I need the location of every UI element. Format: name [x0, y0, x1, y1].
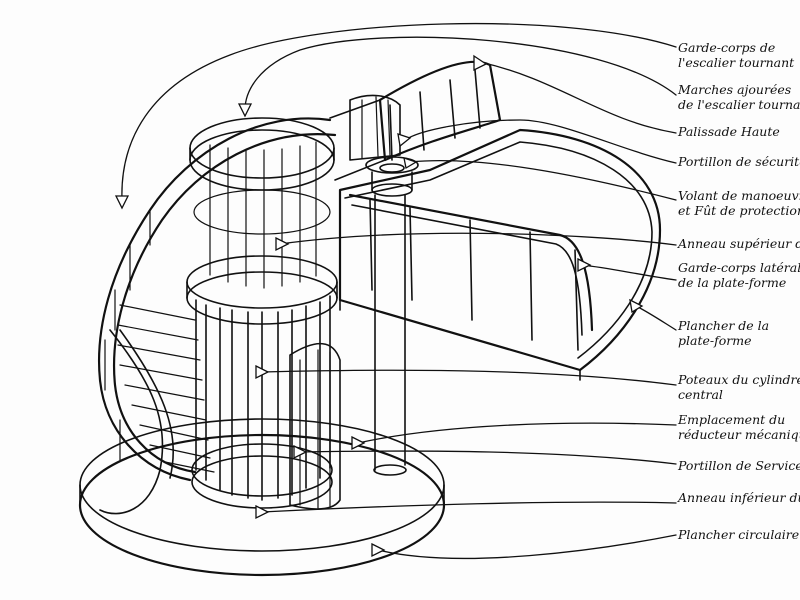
- label-line: Portillon de Service: [678, 458, 800, 473]
- reducer-column: [373, 194, 407, 476]
- arrow-tips: [114, 54, 644, 558]
- label-line: Plancher de la: [678, 318, 770, 333]
- label-plancher-circulaire: Plancher circulaire: [678, 527, 800, 542]
- upper-ring: [186, 117, 338, 325]
- handwheel: [365, 156, 419, 197]
- label-line: et Fût de protection: [678, 203, 800, 218]
- service-gate: [289, 342, 341, 510]
- label-line: plate-forme: [678, 333, 752, 348]
- label-line: Garde-corps de: [678, 40, 776, 55]
- label-line: de l'escalier tournant: [678, 97, 800, 112]
- label-line: Plancher circulaire: [678, 527, 800, 542]
- label-line: réducteur mécanique: [678, 427, 800, 442]
- safety-gate: [349, 94, 401, 161]
- label-line: Anneau supérieur du: [678, 236, 800, 251]
- leader-lines: [121, 22, 677, 560]
- label-line: l'escalier tournant: [678, 55, 795, 70]
- label-line: Garde-corps latéral: [678, 260, 800, 275]
- side-guardrail: [348, 193, 594, 351]
- label-line: Emplacement du: [678, 412, 786, 427]
- label-line: Palissade Haute: [678, 124, 780, 139]
- label-line: Marches ajourées: [678, 82, 792, 97]
- label-line: Volant de manoeuvre: [678, 188, 800, 203]
- platform: [338, 128, 662, 381]
- label-line: de la plate-forme: [678, 275, 787, 290]
- label-anneau-superieur: Anneau supérieur du: [678, 236, 800, 251]
- label-portillon-service: Portillon de Service: [678, 458, 800, 473]
- label-line: Portillon de sécurité: [678, 154, 800, 169]
- label-line: Anneau inférieur du: [678, 490, 800, 505]
- spiral-treads: [117, 304, 215, 473]
- label-anneau-inferieur: Anneau inférieur du: [678, 490, 800, 505]
- label-line: central: [678, 387, 723, 402]
- cylinder-posts: [195, 141, 331, 501]
- label-line: Poteaux du cylindre: [678, 372, 800, 387]
- label-portillon-securite: Portillon de sécurité: [678, 154, 800, 169]
- label-palissade-haute: Palissade Haute: [678, 124, 800, 139]
